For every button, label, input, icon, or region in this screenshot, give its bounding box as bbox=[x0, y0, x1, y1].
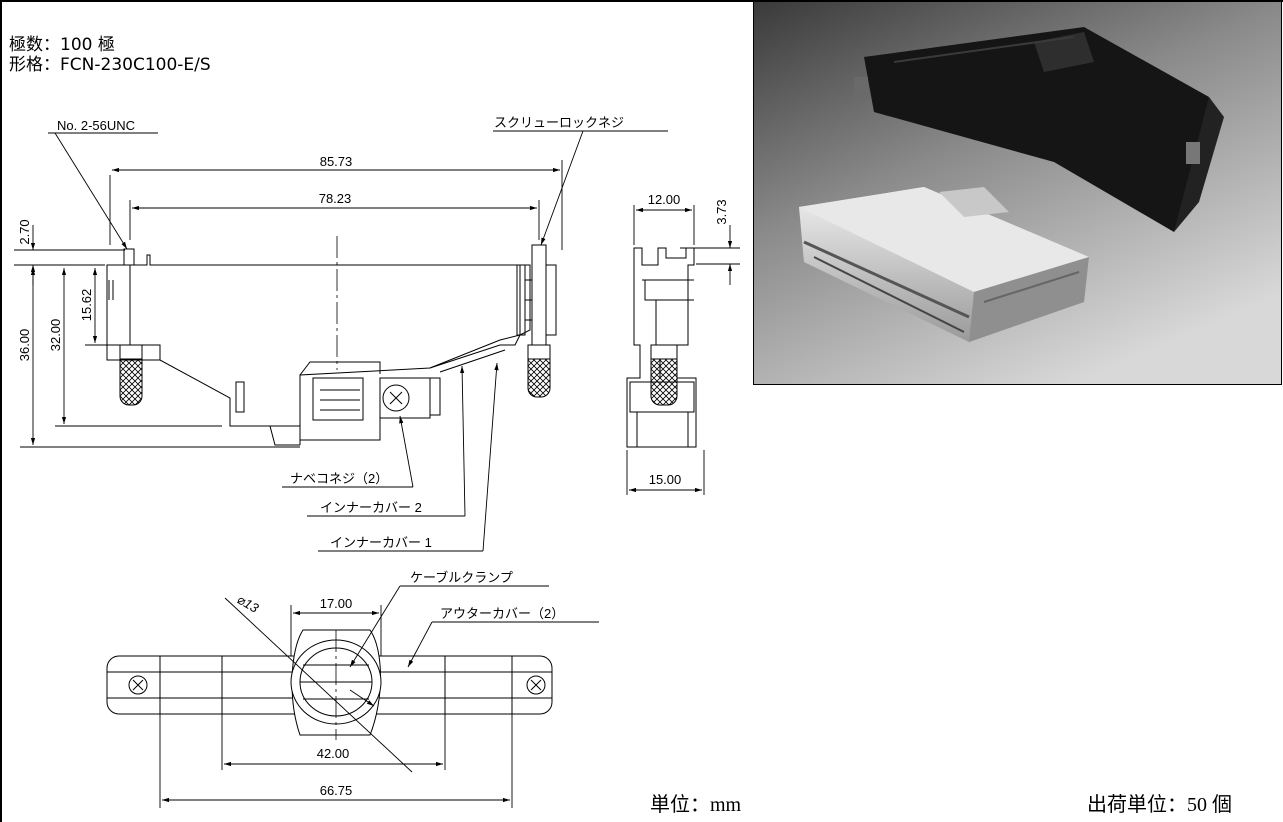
dim-screw-height: 15.62 bbox=[79, 289, 94, 322]
label-inner-cover-2: インナーカバー 2 bbox=[320, 500, 422, 515]
label-pan-screw: ナベコネジ（2） bbox=[290, 471, 388, 486]
label-thread: No. 2-56UNC bbox=[57, 118, 135, 133]
shipping-unit-note: 出荷単位：50 個 bbox=[1087, 794, 1232, 816]
pole-count: 極数：100 極 bbox=[9, 35, 115, 55]
dim-body-height: 32.00 bbox=[48, 319, 63, 352]
dim-bottom-width: 66.75 bbox=[320, 783, 353, 798]
connector-drawing: 85.73 78.23 2.70 36.00 32.00 15.62 12.00… bbox=[14, 115, 740, 808]
black-connector bbox=[854, 27, 1224, 232]
dim-overall-height: 36.00 bbox=[17, 329, 32, 362]
label-inner-cover-1: インナーカバー 1 bbox=[330, 535, 432, 550]
dim-side-base-width: 15.00 bbox=[649, 472, 682, 487]
front-view bbox=[106, 236, 557, 446]
dim-clamp-width: 17.00 bbox=[320, 596, 353, 611]
dim-side-width: 12.00 bbox=[648, 192, 681, 207]
product-photo bbox=[753, 1, 1282, 385]
model-number: 形格：FCN-230C100-E/S bbox=[9, 55, 211, 75]
unit-note: 単位：mm bbox=[650, 794, 742, 816]
dim-top-offset: 2.70 bbox=[17, 219, 32, 244]
bottom-view bbox=[106, 629, 553, 740]
side-view bbox=[626, 247, 697, 448]
silver-connector bbox=[799, 187, 1089, 342]
dim-side-offset: 3.73 bbox=[714, 199, 729, 224]
dim-cable-diameter: ⌀13 bbox=[235, 592, 262, 617]
dim-overall-width: 85.73 bbox=[320, 154, 353, 169]
label-cable-clamp: ケーブルクランプ bbox=[410, 570, 513, 585]
label-outer-cover: アウターカバー（2） bbox=[440, 606, 564, 621]
label-lock-screw: スクリューロックネジ bbox=[494, 115, 624, 130]
dim-inner-width: 42.00 bbox=[317, 746, 350, 761]
dim-screw-pitch: 78.23 bbox=[319, 191, 352, 206]
